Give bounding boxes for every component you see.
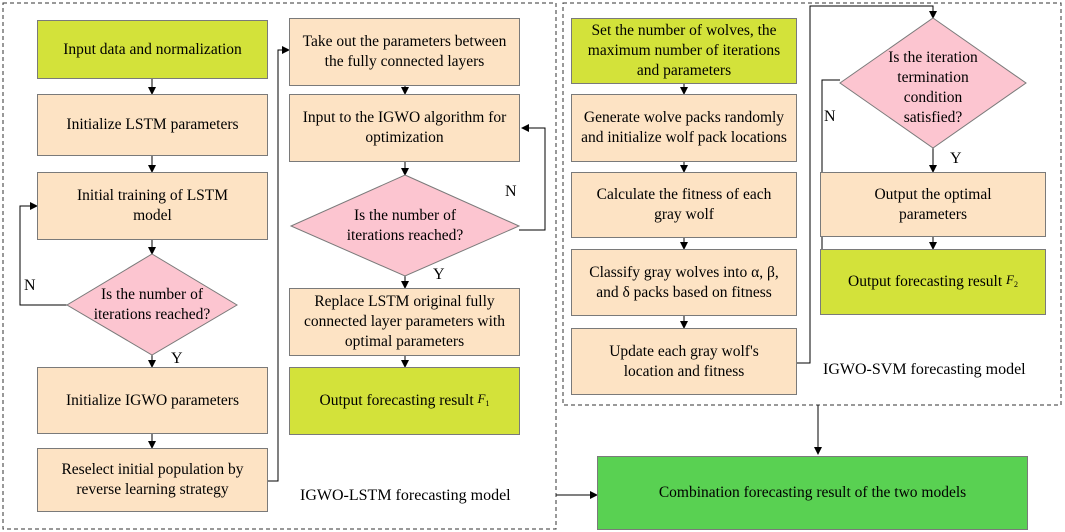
lstm-decision2-diamond (289, 174, 521, 277)
lstm-decision2-yes-label: Y (433, 266, 445, 283)
set-wolves-text: Set the number of wolves, the maximum nu… (587, 22, 781, 79)
svm-decision-diamond (839, 17, 1027, 149)
lstm-decision1-yes-label: Y (171, 350, 183, 367)
combination-result-box: Combination forecasting result of the tw… (597, 456, 1028, 530)
output-optimal-box: Output the optimal parameters (820, 172, 1046, 237)
lstm-output-text: Output forecasting result (319, 392, 474, 409)
init-lstm-text: Initialize LSTM parameters (66, 116, 239, 133)
fitness-text: Calculate the fitness of each gray wolf (596, 186, 772, 223)
reselect-text: Reselect initial population by reverse l… (61, 461, 244, 498)
lstm-decision2-text: Is the number of iterations reached? (346, 207, 464, 244)
init-igwo-box: Initialize IGWO parameters (37, 367, 268, 434)
update-box: Update each gray wolf's location and fit… (571, 328, 797, 395)
svm-output-box: Output forecasting result F2 (820, 249, 1046, 315)
combination-result-text: Combination forecasting result of the tw… (658, 484, 967, 501)
lstm-output-box: Output forecasting result F1 (289, 367, 520, 435)
generate-packs-box: Generate wolve packs randomly and initia… (571, 94, 797, 162)
svm-decision-no-label: N (824, 108, 836, 125)
svm-decision-text: Is the iteration termination condition s… (888, 49, 978, 126)
input-data-text: Input data and normalization (63, 40, 242, 58)
lstm-decision1-no-label: N (24, 277, 36, 294)
lstm-output-symbol: F1 (477, 390, 490, 408)
lstm-decision2-no-label: N (505, 183, 517, 200)
input-igwo-text: Input to the IGWO algorithm for optimiza… (302, 109, 507, 146)
take-out-params-text: Take out the parameters between the full… (302, 33, 507, 70)
take-out-params-box: Take out the parameters between the full… (289, 18, 520, 86)
svm-frame (562, 2, 1062, 406)
init-igwo-text: Initialize IGWO parameters (66, 391, 239, 409)
replace-params-text: Replace LSTM original fully connected la… (304, 293, 505, 350)
svm-output-symbol: F2 (1006, 271, 1018, 289)
fitness-box: Calculate the fitness of each gray wolf (571, 172, 797, 238)
update-text: Update each gray wolf's location and fit… (609, 342, 759, 380)
svm-output-text: Output forecasting result (848, 273, 1003, 290)
initial-training-text: Initial training of LSTM model (76, 187, 229, 224)
init-lstm-box: Initialize LSTM parameters (37, 94, 268, 156)
set-wolves-box: Set the number of wolves, the maximum nu… (571, 18, 797, 84)
reselect-box: Reselect initial population by reverse l… (37, 448, 268, 512)
classify-box: Classify gray wolves into α, β, and δ pa… (571, 249, 797, 316)
generate-packs-text: Generate wolve packs randomly and initia… (581, 109, 787, 146)
initial-training-box: Initial training of LSTM model (37, 172, 268, 240)
lstm-decision1-diamond (66, 253, 238, 356)
input-data-box: Input data and normalization (37, 20, 268, 79)
input-igwo-box: Input to the IGWO algorithm for optimiza… (289, 94, 520, 162)
lstm-model-caption: IGWO-LSTM forecasting model (300, 487, 511, 504)
lstm-decision1-text: Is the number of iterations reached? (93, 286, 211, 323)
lstm-frame (2, 2, 557, 530)
svm-model-caption: IGWO-SVM forecasting model (823, 361, 1026, 378)
svm-decision-yes-label: Y (950, 150, 962, 167)
classify-text: Classify gray wolves into α, β, and δ pa… (589, 263, 779, 301)
replace-params-box: Replace LSTM original fully connected la… (289, 288, 520, 356)
output-optimal-text: Output the optimal parameters (874, 185, 992, 223)
